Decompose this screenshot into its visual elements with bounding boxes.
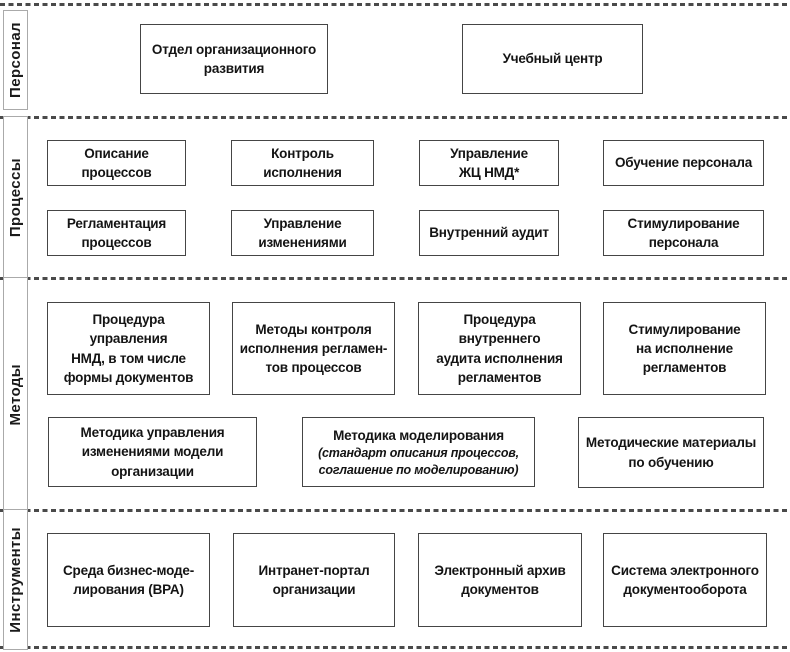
band-label-methods: Методы bbox=[3, 277, 28, 512]
node-regulation-control-methods: Методы контроля исполнения регламен- тов… bbox=[232, 302, 395, 395]
node-bpa-modeling-environment: Среда бизнес-моде- лирования (BPA) bbox=[47, 533, 210, 627]
node-process-description: Описание процессов bbox=[47, 140, 186, 186]
band-label-processes-text: Процессы bbox=[7, 158, 24, 238]
node-nmd-management-procedure: Процедура управления НМД, в том числе фо… bbox=[47, 302, 210, 395]
dashed-separator-2 bbox=[0, 277, 790, 280]
node-electronic-document-archive: Электронный архив документов bbox=[418, 533, 582, 627]
band-label-processes: Процессы bbox=[3, 116, 28, 280]
node-modeling-methodology-note: (стандарт описания процессов, соглашение… bbox=[318, 446, 519, 477]
node-internal-audit: Внутренний аудит bbox=[419, 210, 559, 256]
node-personnel-incentives: Стимулирование персонала bbox=[603, 210, 764, 256]
band-label-personnel: Персонал bbox=[3, 10, 28, 110]
band-label-tools-text: Инструменты bbox=[7, 526, 24, 633]
node-nmd-lifecycle-management: Управление ЖЦ НМД* bbox=[419, 140, 559, 186]
band-label-tools: Инструменты bbox=[3, 509, 28, 650]
node-training-materials: Методические материалы по обучению bbox=[578, 417, 764, 488]
node-intranet-portal: Интранет-портал организации bbox=[233, 533, 395, 627]
node-org-development-department: Отдел организационного развития bbox=[140, 24, 328, 94]
node-personnel-training: Обучение персонала bbox=[603, 140, 764, 186]
node-internal-audit-procedure: Процедура внутреннего аудита исполнения … bbox=[418, 302, 581, 395]
band-label-personnel-text: Персонал bbox=[7, 22, 24, 98]
node-change-management: Управление изменениями bbox=[231, 210, 374, 256]
node-regulation-execution-incentives: Стимулирование на исполнение регламентов bbox=[603, 302, 766, 395]
node-modeling-methodology-title: Методика моделирования bbox=[333, 428, 504, 444]
node-modeling-methodology: Методика моделирования (стандарт описани… bbox=[302, 417, 535, 487]
node-electronic-document-management-system: Система электронного документооборота bbox=[603, 533, 767, 627]
dashed-separator-bottom bbox=[0, 646, 790, 649]
dashed-separator-1 bbox=[0, 116, 790, 119]
node-model-change-methodology: Методика управления изменениями модели о… bbox=[48, 417, 257, 487]
node-process-regulation: Регламентация процессов bbox=[47, 210, 186, 256]
dashed-separator-3 bbox=[0, 509, 790, 512]
dashed-separator-top bbox=[0, 3, 790, 6]
band-label-methods-text: Методы bbox=[7, 363, 24, 426]
node-execution-control: Контроль исполнения bbox=[231, 140, 374, 186]
node-training-center: Учебный центр bbox=[462, 24, 643, 94]
